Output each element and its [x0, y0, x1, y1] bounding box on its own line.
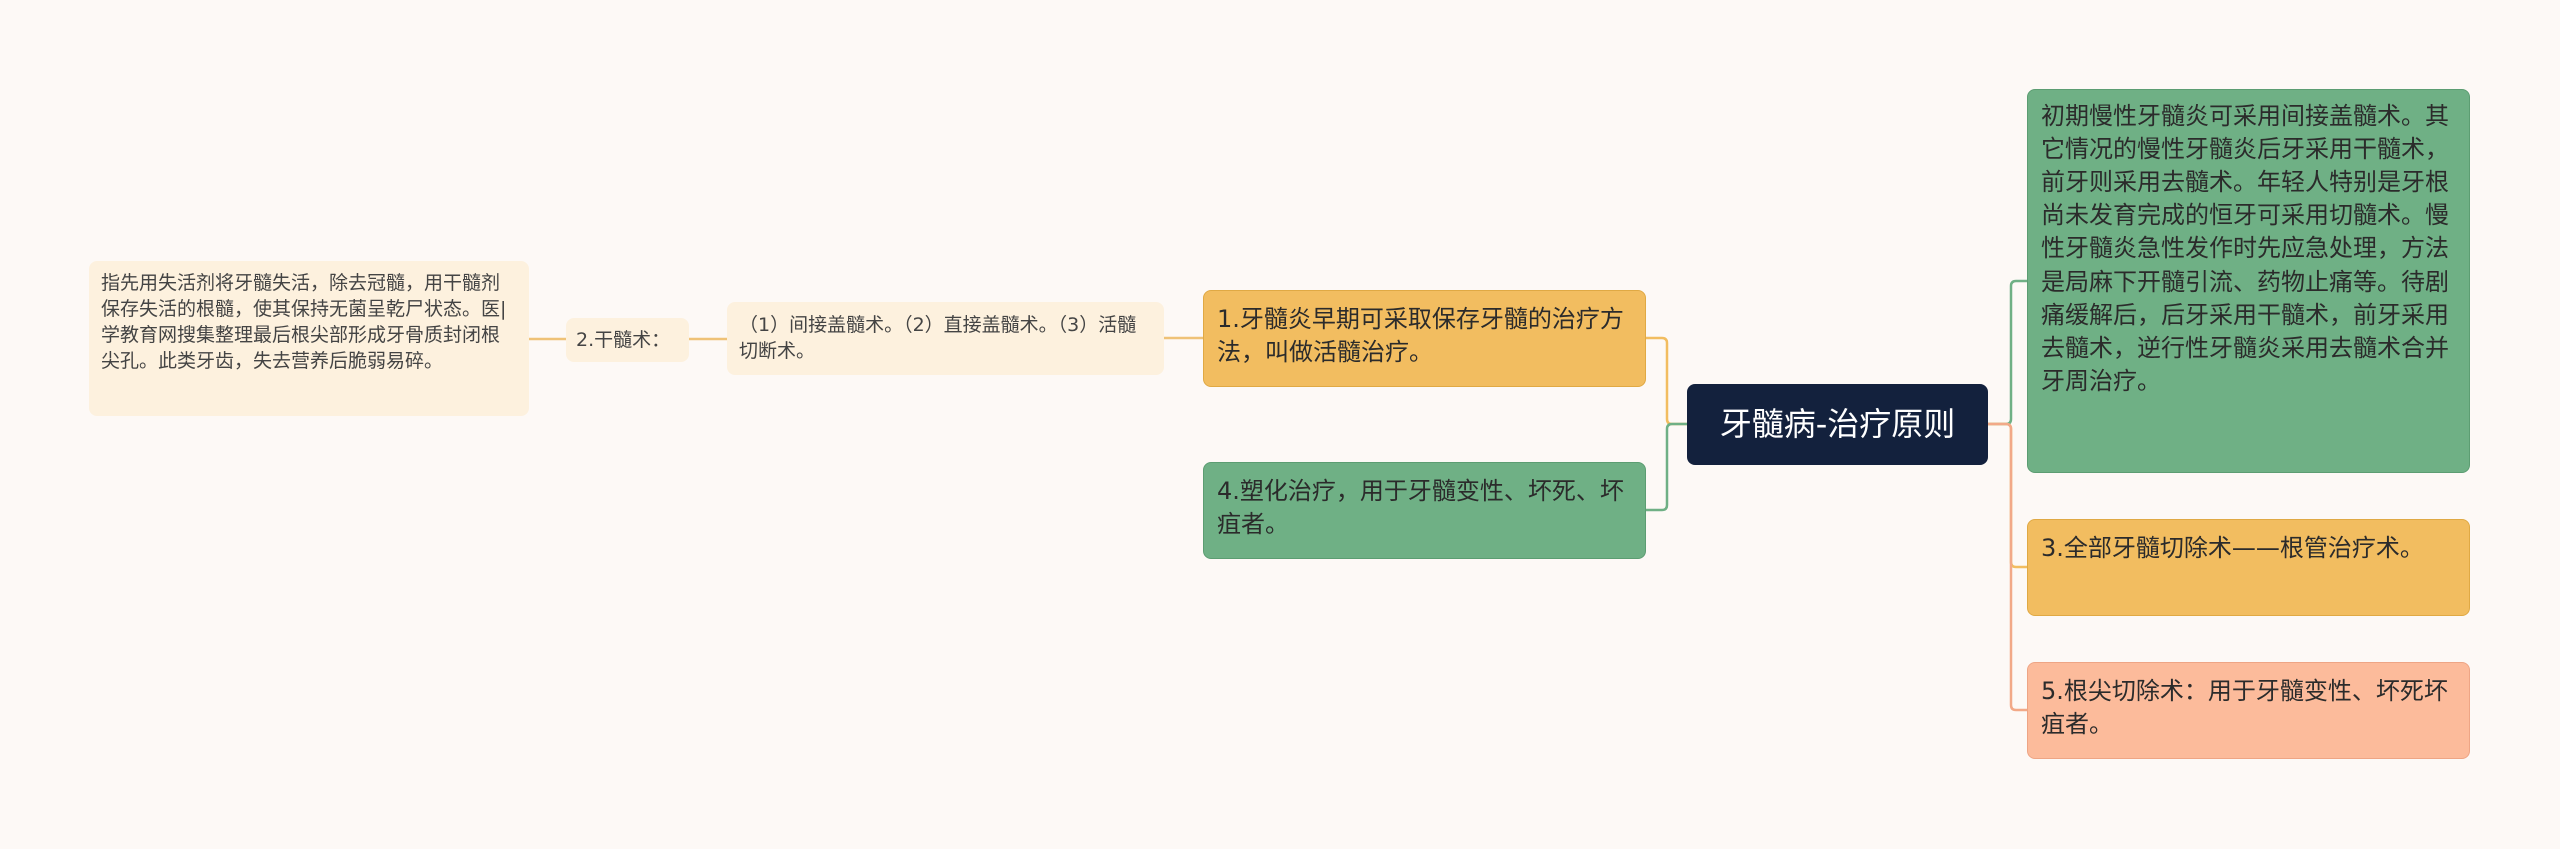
link-root-to-right-yellow [1988, 422, 2027, 569]
left-branch-node-1[interactable]: 1.牙髓炎早期可采取保存牙髓的治疗方法，叫做活髓治疗。 [1203, 290, 1646, 387]
right-branch-node-3-text: 5.根尖切除术：用于牙髓变性、坏死坏疽者。 [2041, 677, 2448, 739]
right-branch-node-2-text: 3.全部牙髓切除术——根管治疗术。 [2041, 534, 2424, 562]
right-branch-node-3[interactable]: 5.根尖切除术：用于牙髓变性、坏死坏疽者。 [2027, 662, 2470, 759]
chain-node-1[interactable]: （1）间接盖髓术。（2）直接盖髓术。（3）活髓切断术。 [727, 302, 1164, 375]
right-branch-node-1[interactable]: 初期慢性牙髓炎可采用间接盖髓术。其它情况的慢性牙髓炎后牙采用干髓术，前牙则采用去… [2027, 89, 2470, 473]
chain-node-2[interactable]: 2.干髓术： [566, 318, 689, 362]
left-branch-node-2-text: 4.塑化治疗，用于牙髓变性、坏死、坏疽者。 [1217, 477, 1624, 539]
link-root-to-left-yellow [1646, 336, 1687, 426]
link-root-to-right-salmon [1988, 422, 2027, 712]
left-branch-node-2[interactable]: 4.塑化治疗，用于牙髓变性、坏死、坏疽者。 [1203, 462, 1646, 559]
chain-node-2-text: 2.干髓术： [576, 328, 671, 351]
chain-node-1-text: （1）间接盖髓术。（2）直接盖髓术。（3）活髓切断术。 [739, 314, 1137, 363]
link-root-to-right-green [1988, 279, 2027, 426]
chain-node-3[interactable]: 指先用失活剂将牙髓失活，除去冠髓，用干髓剂保存失活的根髓，使其保持无菌呈乾尸状态… [89, 261, 529, 416]
right-branch-node-1-text: 初期慢性牙髓炎可采用间接盖髓术。其它情况的慢性牙髓炎后牙采用干髓术，前牙则采用去… [2041, 102, 2449, 395]
root-node-label: 牙髓病-治疗原则 [1719, 405, 1956, 444]
left-branch-node-1-text: 1.牙髓炎早期可采取保存牙髓的治疗方法，叫做活髓治疗。 [1217, 305, 1624, 367]
right-branch-node-2[interactable]: 3.全部牙髓切除术——根管治疗术。 [2027, 519, 2470, 616]
link-root-to-left-green [1646, 422, 1687, 512]
chain-node-3-text: 指先用失活剂将牙髓失活，除去冠髓，用干髓剂保存失活的根髓，使其保持无菌呈乾尸状态… [101, 272, 507, 373]
root-node-title[interactable]: 牙髓病-治疗原则 [1687, 384, 1988, 465]
